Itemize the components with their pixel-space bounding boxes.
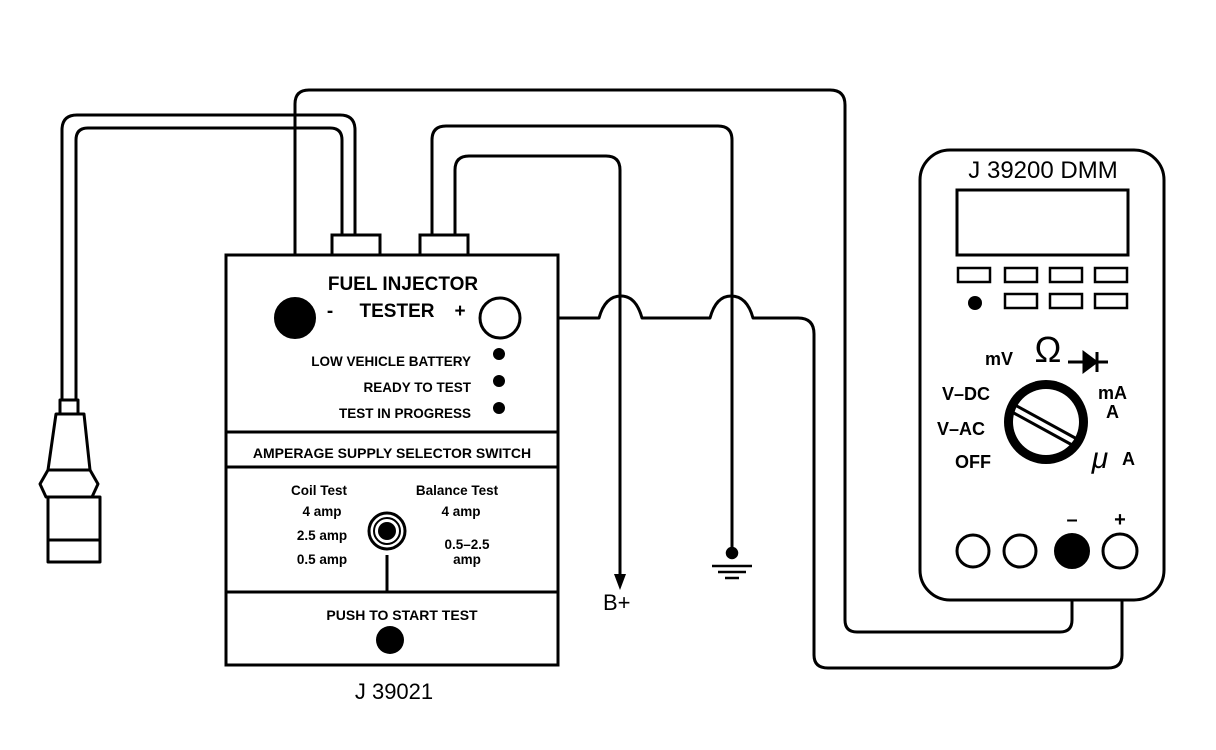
indicator-low-battery-label: LOW VEHICLE BATTERY — [311, 354, 471, 369]
wire-tester-plus-to-dmm-plus — [520, 294, 1124, 670]
balance-test-option-4: 4 amp — [441, 504, 480, 519]
coil-test-option-4: 4 amp — [302, 504, 341, 519]
tester-title-line2: TESTER — [360, 301, 435, 322]
selector-title: AMPERAGE SUPPLY SELECTOR SWITCH — [253, 445, 531, 461]
balance-test-option-range-unit: amp — [453, 552, 481, 567]
dmm-title: J 39200 DMM — [968, 157, 1117, 184]
dial-label-micro: μ — [1091, 442, 1108, 475]
battery-label: B+ — [603, 590, 631, 615]
dial-label-a: A — [1106, 402, 1119, 422]
tester-harness-plug-left — [330, 233, 382, 257]
dmm-plus-label: + — [1114, 509, 1126, 531]
arrow-down-icon — [614, 574, 626, 590]
dmm-plus-jack[interactable] — [1101, 532, 1139, 570]
amperage-selector-knob[interactable] — [367, 511, 407, 551]
ground-symbol-icon — [712, 546, 752, 580]
fuel-injector-tester: FUEL INJECTOR TESTER - + LOW VEHICLE BAT… — [224, 233, 560, 704]
wire-tester-to-battery — [453, 154, 622, 580]
dial-label-micro-a: A — [1122, 449, 1135, 469]
wire-tester-to-ground — [430, 124, 734, 555]
coil-test-label: Coil Test — [291, 483, 348, 498]
indicator-in-progress-led — [493, 402, 505, 414]
dmm-indicator-dot — [968, 296, 982, 310]
dmm-button[interactable] — [1093, 292, 1129, 310]
indicator-in-progress-label: TEST IN PROGRESS — [339, 406, 471, 421]
tester-plus-sign: + — [454, 301, 465, 322]
dial-label-ma: mA — [1098, 383, 1127, 403]
dmm-rotary-dial[interactable] — [1004, 380, 1088, 464]
dmm-minus-jack[interactable] — [1054, 533, 1090, 569]
tester-plus-terminal[interactable] — [478, 296, 522, 340]
coil-test-option-0-5: 0.5 amp — [297, 552, 347, 567]
balance-test-label: Balance Test — [416, 483, 499, 498]
tester-harness-plug-right — [418, 233, 470, 257]
dmm-buttons — [956, 266, 1129, 310]
indicator-ready-led — [493, 375, 505, 387]
coil-test-option-2-5: 2.5 amp — [297, 528, 347, 543]
digital-multimeter: J 39200 DMM mV Ω V–DC V–AC OFF mA A μ A — [918, 148, 1166, 602]
dmm-button[interactable] — [1003, 292, 1039, 310]
tester-title-line1: FUEL INJECTOR — [328, 274, 479, 295]
dmm-jack[interactable] — [955, 533, 991, 569]
dial-label-vdc: V–DC — [942, 384, 990, 404]
indicator-ready-label: READY TO TEST — [363, 380, 471, 395]
tester-minus-terminal[interactable] — [274, 297, 316, 339]
dmm-minus-label: – — [1066, 509, 1077, 531]
dial-label-ohm: Ω — [1035, 329, 1062, 370]
injector-connector-icon — [38, 398, 102, 564]
injector-harness-inner-wire — [74, 126, 344, 407]
balance-test-option-range: 0.5–2.5 — [444, 537, 490, 552]
tester-minus-sign: - — [327, 301, 333, 322]
push-to-start-label: PUSH TO START TEST — [326, 607, 478, 623]
dial-label-vac: V–AC — [937, 419, 985, 439]
dial-label-mv: mV — [985, 349, 1013, 369]
dmm-button[interactable] — [1093, 266, 1129, 284]
dmm-body — [918, 148, 1166, 602]
dmm-display — [955, 188, 1130, 257]
diode-symbol-icon — [1068, 350, 1108, 374]
tester-model-label: J 39021 — [355, 679, 433, 704]
dmm-button[interactable] — [956, 266, 992, 284]
dmm-button[interactable] — [1048, 266, 1084, 284]
dial-label-off: OFF — [955, 452, 991, 472]
injector-harness-outer-wire — [60, 113, 357, 407]
wire-tester-minus-to-dmm-minus — [293, 88, 1074, 634]
dmm-button[interactable] — [1048, 292, 1084, 310]
dmm-jack[interactable] — [1002, 533, 1038, 569]
wires — [60, 88, 1124, 670]
indicator-low-battery-led — [493, 348, 505, 360]
push-to-start-button[interactable] — [376, 626, 404, 654]
dmm-button[interactable] — [1003, 266, 1039, 284]
